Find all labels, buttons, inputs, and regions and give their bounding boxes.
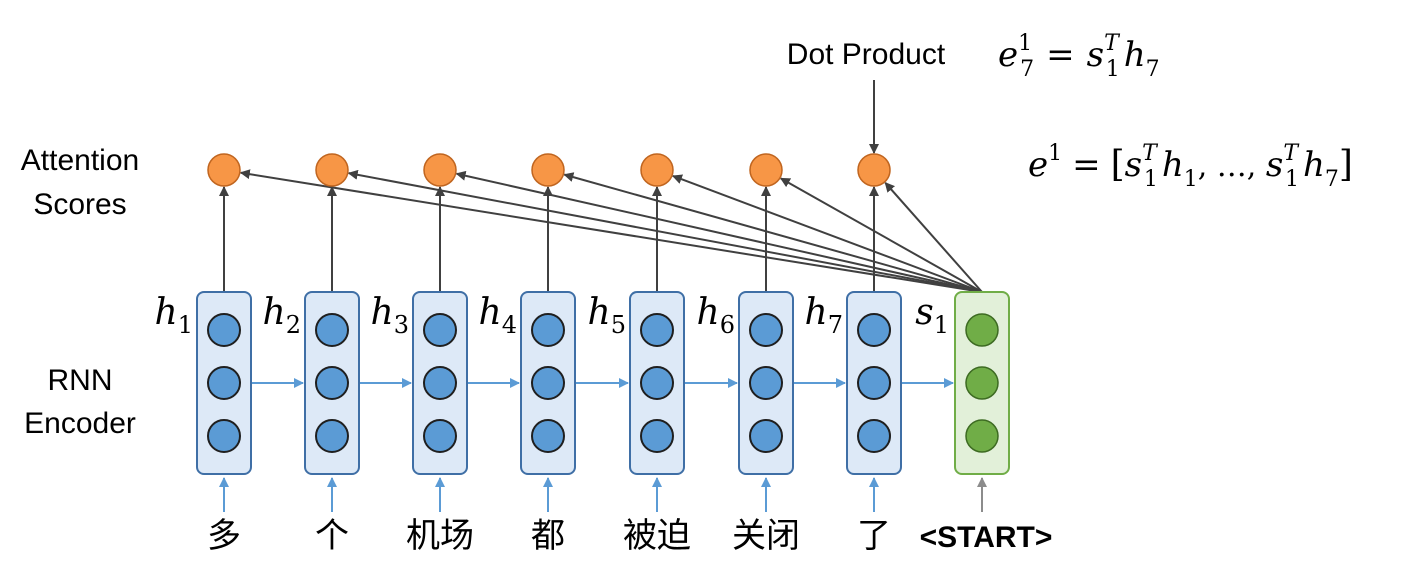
start-token: <START> [920,521,1053,554]
rnn-cells [196,291,1010,475]
hidden-unit-dot [423,419,457,453]
hidden-unit-dot [749,313,783,347]
hidden-unit-dot [315,313,349,347]
input-token-1: 多 [207,516,241,556]
dot-product-label: Dot Product [787,38,946,71]
hidden-unit-dot [640,313,674,347]
input-token-6: 关闭 [732,516,800,556]
decoder-to-score-arrow [671,174,983,293]
encoder-cell-7 [846,291,902,475]
input-token-3: 机场 [406,516,474,556]
input-token-2: 个 [315,516,349,556]
encoder-cell-3 [412,291,468,475]
attention-score-node-2 [315,153,349,187]
decoder-to-score-arrow [347,169,983,293]
hidden-unit-dot [857,419,891,453]
decoder-state-label-s1: s1 [915,292,949,339]
attention-score-node-1 [207,153,241,187]
attention-score-node-7 [857,153,891,187]
decoder-to-score-arrow [563,172,983,293]
hidden-state-label-h5: h5 [588,292,626,339]
attention-score-nodes [207,153,891,187]
decoder-to-score-arrow [884,181,983,293]
hidden-unit-dot [423,366,457,400]
attention-score-node-6 [749,153,783,187]
hidden-unit-dot [207,419,241,453]
hidden-state-label-h6: h6 [697,292,735,339]
decoder-to-score-arrow [779,177,983,293]
encoder-cell-6 [738,291,794,475]
hidden-unit-dot [315,419,349,453]
attention-score-node-5 [640,153,674,187]
attention-score-node-3 [423,153,457,187]
hidden-state-label-h7: h7 [805,292,843,339]
hidden-unit-dot [207,313,241,347]
hidden-unit-dot [531,419,565,453]
rnn-encoder-label-line1: RNN [48,364,113,397]
input-token-7: 了 [857,516,891,556]
encoder-cell-2 [304,291,360,475]
hidden-state-label-h4: h4 [479,292,517,339]
input-token-5: 被迫 [623,516,691,556]
state-and-token-labels: h1 h2 h3 h4 h5 h6 h7 s1 多 个 机场 都 被迫 关闭 了 <START> [155,292,1053,556]
attention-score-node-4 [531,153,565,187]
encoder-cell-1 [196,291,252,475]
decoder-cell [954,291,1010,475]
attention-scores-label-line1: Attention [21,144,139,177]
connection-arrows [219,80,987,512]
hidden-unit-dot [640,419,674,453]
hidden-unit-dot [749,419,783,453]
hidden-state-label-h1: h1 [155,292,193,339]
decoder-to-score-arrow [239,169,983,293]
decoder-unit-dot [965,419,999,453]
hidden-unit-dot [531,313,565,347]
hidden-unit-dot [423,313,457,347]
rnn-encoder-label-line2: Encoder [24,407,136,440]
input-token-4: 都 [531,516,565,556]
hidden-unit-dot [207,366,241,400]
hidden-state-label-h2: h2 [263,292,301,339]
decoder-to-score-arrow [455,170,983,293]
attention-scores-label-line2: Scores [33,188,126,221]
encoder-cell-4 [520,291,576,475]
encoder-cell-5 [629,291,685,475]
hidden-state-label-h3: h3 [371,292,409,339]
decoder-unit-dot [965,313,999,347]
hidden-unit-dot [857,313,891,347]
hidden-unit-dot [640,366,674,400]
decoder-unit-dot [965,366,999,400]
hidden-unit-dot [315,366,349,400]
hidden-unit-dot [531,366,565,400]
hidden-unit-dot [749,366,783,400]
hidden-unit-dot [857,366,891,400]
